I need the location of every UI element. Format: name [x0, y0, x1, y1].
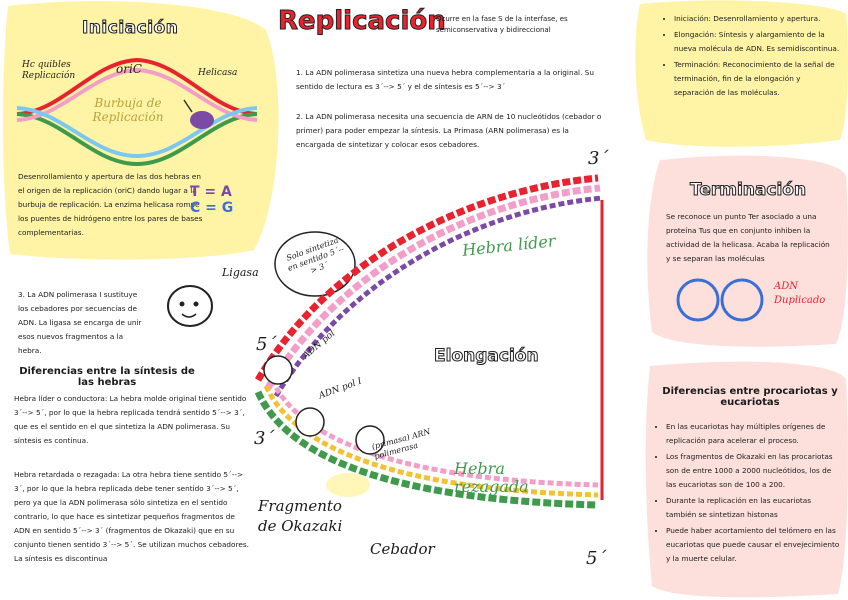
- diferencias-sintesis-title: Diferencias entre la síntesis de las heb…: [19, 366, 195, 388]
- diferencias-sintesis-p1: Hebra líder o conductora: La hebra molde…: [14, 394, 247, 445]
- summary-bg: [635, 0, 848, 147]
- adn-duplicado-drawing: [676, 278, 764, 322]
- adn-duplicado-label: ADN Duplicado: [774, 281, 826, 306]
- pro-euc-title: Diferencias entre procariotas y eucariot…: [662, 386, 838, 408]
- elongacion-title: Elongación: [434, 346, 540, 367]
- pair-cg: C = G: [190, 200, 234, 216]
- elongation-diagram: [254, 174, 604, 509]
- speech-bubble: [274, 231, 356, 297]
- iniciacion-title: Iniciación: [81, 18, 179, 39]
- pro-euc-item: Puede haber acortamiento del telómero en…: [666, 524, 842, 566]
- pro-euc-item: Durante la replicación en las eucariotas…: [666, 494, 842, 522]
- replication-bubble-drawing: [16, 57, 258, 167]
- diferencias-sintesis-p2: Hebra retardada o rezagada: La otra hebr…: [14, 470, 249, 563]
- hc-quibles-label: Hc quibles Replicación: [22, 60, 76, 81]
- ligasa-label: Ligasa: [222, 266, 259, 279]
- terminacion-title: Terminación: [689, 180, 807, 201]
- pair-ta: T = A: [190, 184, 232, 200]
- title-description: Ocurre en la fase S de la interfase, es …: [436, 15, 568, 34]
- summary-item: Iniciación: Desenrollamiento y apertura.: [674, 12, 840, 26]
- prokeuk-bg: [645, 361, 848, 598]
- iniciacion-bg: [3, 1, 279, 260]
- end-3-left: 3´: [254, 428, 275, 449]
- step-1: 1. La ADN polimerasa sintetiza una nueva…: [296, 68, 594, 91]
- fragmento-okazaki-label: Fragmento de Okazaki: [258, 497, 343, 535]
- iniciacion-text: Desenrollamiento y apertura de las dos h…: [18, 172, 203, 237]
- step-3: 3. La ADN polimerasa I sustituye los ceb…: [18, 290, 142, 355]
- pro-euc-item: Los fragmentos de Okazaki en las procari…: [666, 450, 842, 492]
- helicasa-label: Helicasa: [198, 68, 238, 78]
- pro-euc-list: En las eucariotas hay múltiples orígenes…: [654, 420, 842, 568]
- end-3-top: 3´: [588, 148, 609, 169]
- page-title: Replicación: [278, 6, 447, 37]
- step-2: 2. La ADN polimerasa necesita una secuen…: [296, 112, 602, 149]
- summary-list: Iniciación: Desenrollamiento y apertura.…: [662, 12, 840, 102]
- terminacion-text: Se reconoce un punto Ter asociado a una …: [666, 212, 830, 263]
- cebador-label: Cebador: [370, 540, 435, 558]
- ligasa-drawing: [167, 285, 213, 327]
- hebra-rezagada-label: Hebra rezagada: [454, 459, 529, 496]
- terminacion-bg: [647, 155, 848, 347]
- end-5-bottom: 5´: [586, 548, 607, 569]
- burbuja-label: Burbuja de Replicación: [92, 96, 164, 124]
- summary-item: Terminación: Reconocimiento de la señal …: [674, 58, 840, 100]
- summary-item: Elongación: Síntesis y alargamiento de l…: [674, 28, 840, 56]
- end-5-left: 5´: [256, 334, 277, 355]
- oric-label: oriC: [116, 62, 142, 76]
- pro-euc-item: En las eucariotas hay múltiples orígenes…: [666, 420, 842, 448]
